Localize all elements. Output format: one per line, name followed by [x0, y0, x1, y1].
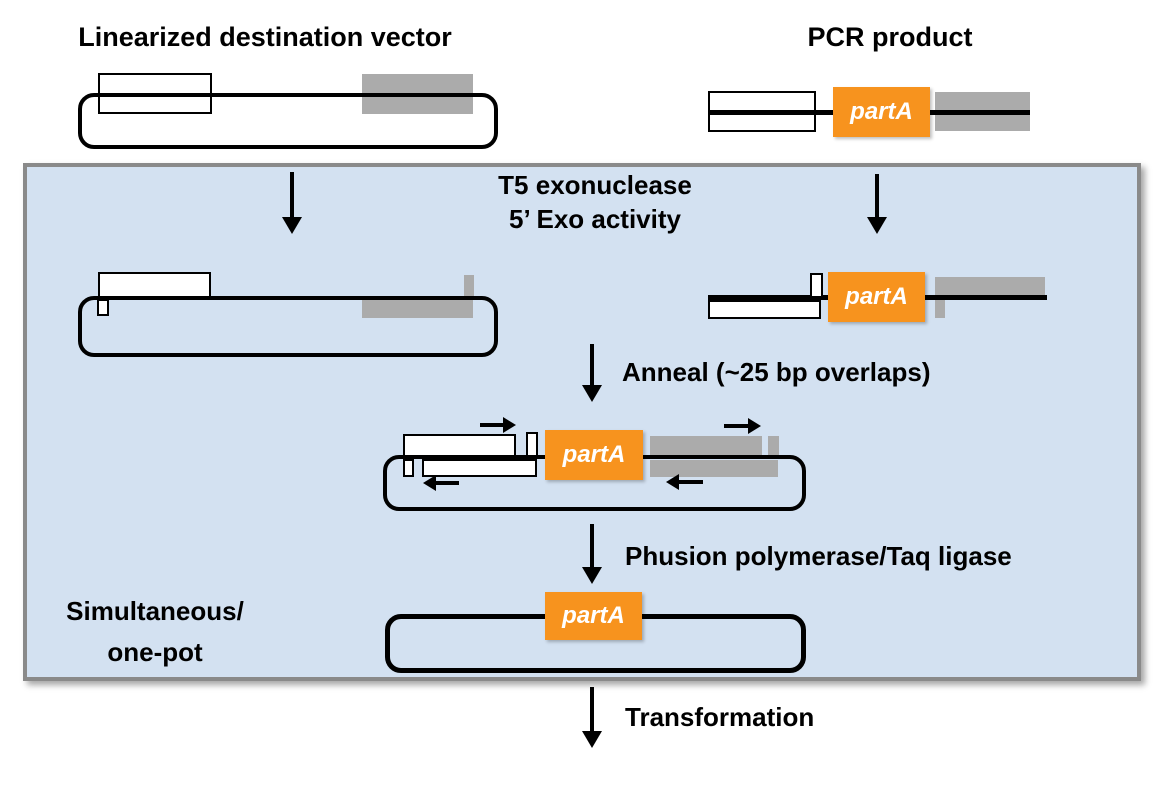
- annealed-white-bottom-stub: [403, 459, 414, 477]
- chewed-pcr-white-box: [708, 300, 821, 319]
- transformation-step-label: Transformation: [625, 702, 815, 732]
- annealed-parta-box: partA: [545, 430, 643, 480]
- pcr-exo-down-arrow-icon: [866, 174, 888, 234]
- chewed-vector-white-box: [98, 272, 211, 298]
- chewed-vector-white-stub: [97, 299, 109, 316]
- pcr-product-title: PCR product: [807, 22, 973, 52]
- primer-left-arrow-icon: [666, 474, 703, 490]
- anneal-down-arrow-icon: [581, 344, 603, 402]
- primer-right-arrow-icon: [724, 418, 761, 434]
- anneal-step-label: Anneal (~25 bp overlaps): [622, 357, 931, 387]
- annealed-gray-bottom-stub: [650, 460, 659, 477]
- one-pot-caption-line2: one-pot: [107, 637, 203, 667]
- chewed-vector-gray-box: [362, 300, 473, 318]
- exo-step-label: T5 exonuclease 5’ Exo activity: [450, 168, 740, 236]
- annealed-white-bottom-box: [422, 459, 537, 477]
- vector-homology-left-box: [98, 73, 212, 114]
- pcr-parta-box: partA: [833, 87, 930, 137]
- annealed-gray-top-stub: [768, 436, 779, 456]
- annealed-white-top-box: [403, 434, 516, 457]
- pcr-homology-left-box: [708, 91, 816, 132]
- primer-left-arrow-icon: [423, 475, 459, 491]
- ligase-down-arrow-icon: [581, 524, 603, 584]
- chewed-vector-backbone: [78, 296, 498, 357]
- vector-exo-down-arrow-icon: [281, 172, 303, 234]
- linearized-vector-title: Linearized destination vector: [78, 22, 452, 52]
- primer-right-arrow-icon: [480, 417, 516, 433]
- exo-step-line1: T5 exonuclease: [498, 170, 692, 200]
- chewed-vector-gray-stub: [464, 275, 474, 299]
- chewed-pcr-parta-box: partA: [828, 272, 925, 322]
- transformation-down-arrow-icon: [581, 687, 603, 748]
- one-pot-caption-line1: Simultaneous/: [66, 596, 244, 626]
- chewed-pcr-white-stub: [810, 273, 823, 298]
- ligase-step-label: Phusion polymerase/Taq ligase: [625, 541, 1012, 571]
- annealed-gray-top-box: [650, 436, 762, 456]
- chewed-pcr-gray-stub: [935, 300, 945, 318]
- vector-backbone: [78, 93, 498, 149]
- assembled-parta-box: partA: [545, 592, 642, 640]
- annealed-white-top-stub: [526, 432, 538, 457]
- annealed-gray-bottom-box: [658, 460, 778, 477]
- exo-step-line2: 5’ Exo activity: [509, 204, 681, 234]
- one-pot-caption: Simultaneous/ one-pot: [40, 591, 270, 673]
- chewed-pcr-gray-box: [935, 277, 1045, 296]
